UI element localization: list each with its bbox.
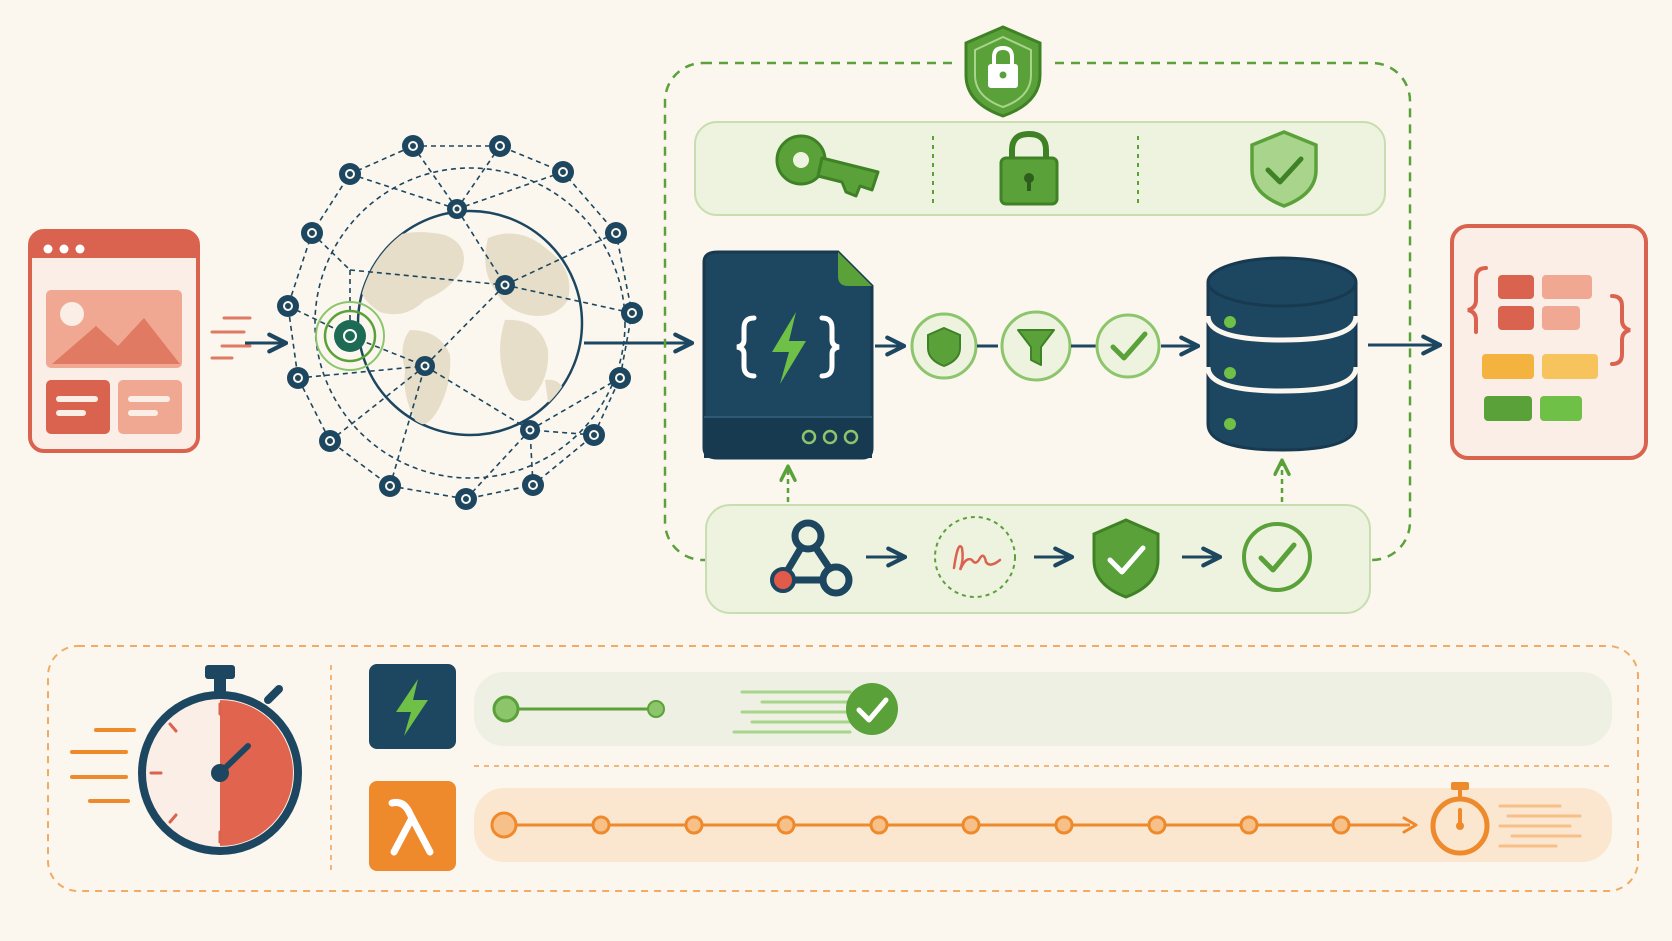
latency-comparison-panel [47, 645, 1639, 892]
signature-icon [934, 516, 1016, 598]
webhook-verification-bar [705, 504, 1371, 614]
shield-lock-icon [955, 25, 1051, 118]
pipeline-check-step [1095, 313, 1161, 379]
database-icon [1205, 256, 1359, 452]
pipeline-filter-step [1000, 310, 1072, 382]
check-circle-icon [846, 683, 898, 735]
stopwatch-icon [1430, 782, 1490, 856]
json-response-icon [1450, 224, 1648, 460]
edge-runtime-track [369, 664, 1612, 749]
lambda-hops [490, 811, 1351, 839]
nearest-edge-node [315, 301, 385, 371]
security-controls-bar [694, 121, 1386, 216]
client-browser-icon [28, 229, 200, 453]
padlock-icon [999, 130, 1059, 206]
check-circle-icon [1110, 331, 1148, 361]
stopwatch-icon [70, 665, 302, 855]
pipeline-shield-step [910, 312, 978, 380]
edge-function-file-icon [702, 250, 874, 460]
webhook-icon [770, 519, 853, 597]
lambda-runtime-track [369, 781, 1612, 871]
shield-icon [927, 326, 961, 368]
key-icon [775, 134, 880, 198]
globe-continents [358, 232, 570, 425]
request-speed-lines [210, 316, 252, 360]
shield-check-icon [1092, 518, 1160, 599]
global-edge-network-icon [277, 135, 643, 510]
filter-icon [1017, 329, 1055, 366]
edge-nodes [277, 135, 643, 510]
shield-check-icon [1250, 130, 1318, 208]
edge-node-rings [283, 141, 637, 504]
check-circle-icon [1242, 522, 1312, 592]
